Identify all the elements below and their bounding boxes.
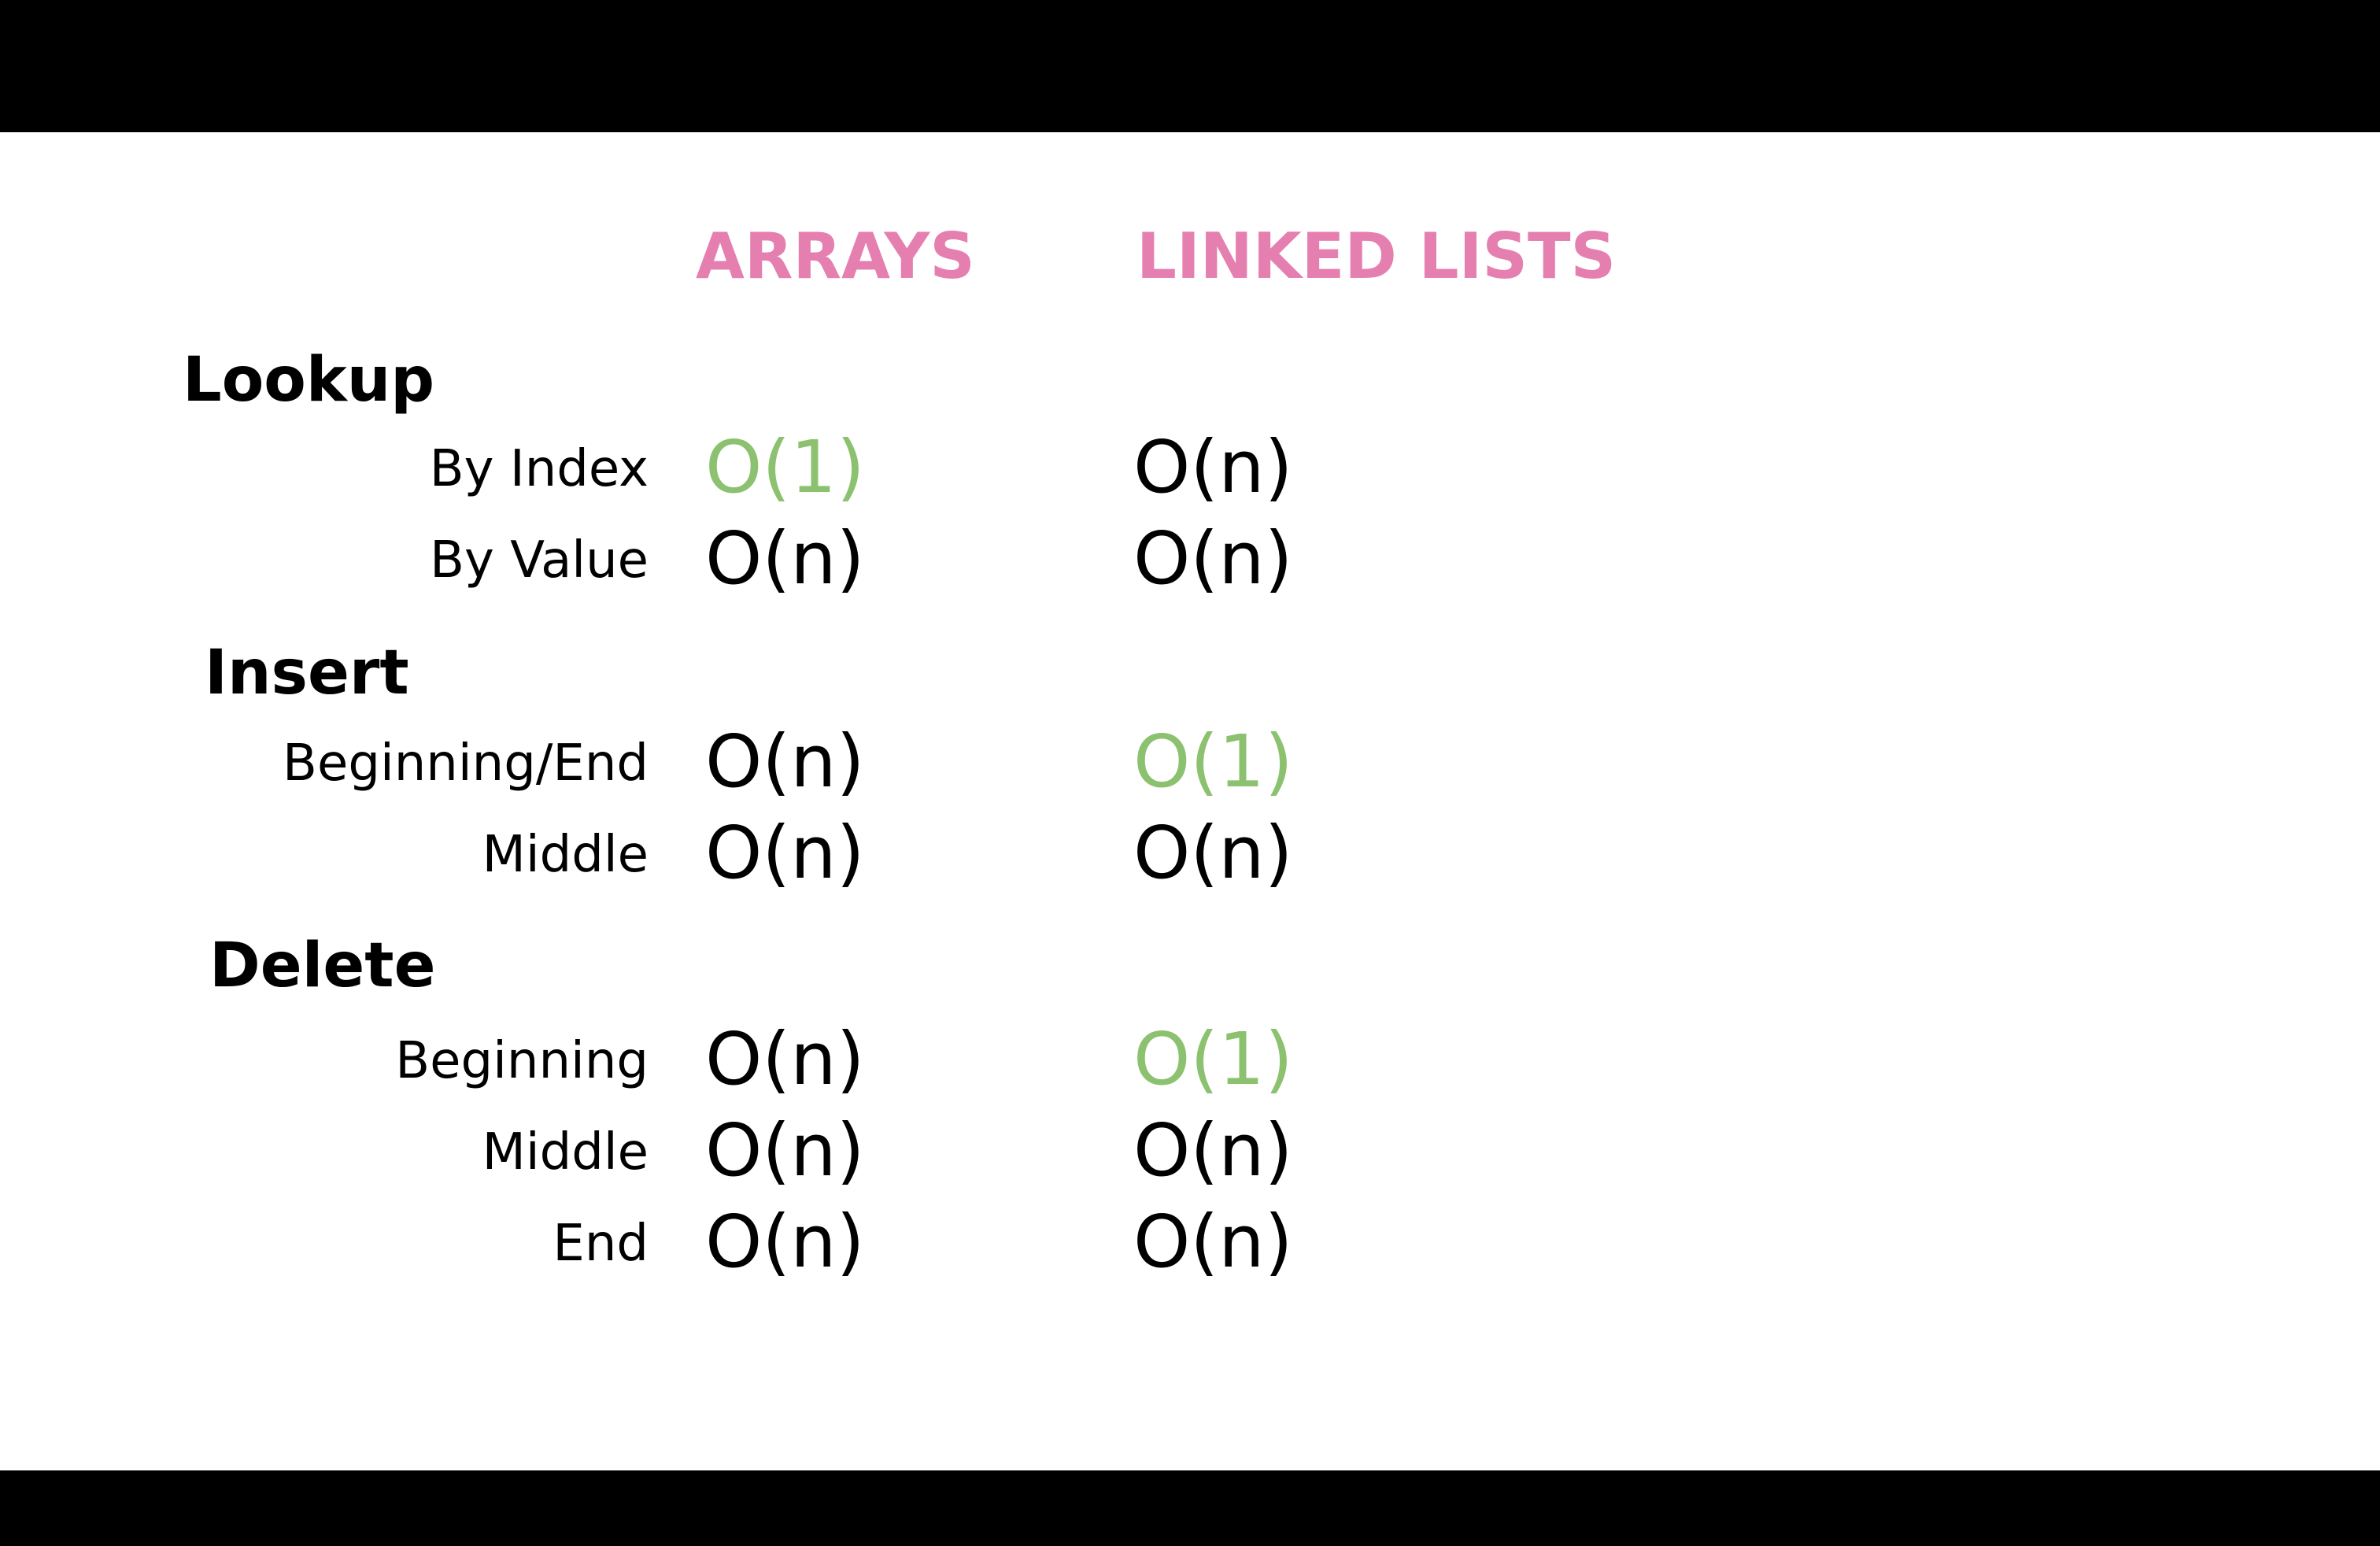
section-title-delete: Delete — [209, 930, 436, 1001]
complexity-arrays: O(n) — [705, 1017, 865, 1101]
complexity-arrays: O(n) — [705, 811, 865, 895]
complexity-linked-lists: O(n) — [1133, 516, 1293, 601]
section-title-lookup: Lookup — [183, 345, 435, 416]
complexity-linked-lists: O(n) — [1133, 1108, 1293, 1193]
row-label: Beginning/End — [283, 734, 649, 793]
section-title-insert: Insert — [205, 638, 409, 708]
complexity-linked-lists: O(1) — [1133, 1017, 1293, 1101]
table-row: Middle O(n) O(n) — [0, 1104, 2380, 1190]
table-row: By Index O(1) O(n) — [0, 420, 2380, 507]
complexity-linked-lists: O(1) — [1133, 719, 1293, 804]
complexity-linked-lists: O(n) — [1133, 1200, 1293, 1284]
header-linked-lists: LINKED LISTS — [1136, 220, 1617, 293]
complexity-arrays: O(n) — [705, 1108, 865, 1193]
table-row: Middle O(n) O(n) — [0, 806, 2380, 893]
complexity-arrays: O(n) — [705, 516, 865, 601]
row-label: By Index — [429, 440, 649, 498]
complexity-arrays: O(1) — [705, 425, 865, 509]
slide: ARRAYS LINKED LISTS Lookup By Index O(1)… — [0, 132, 2380, 1470]
row-label: End — [552, 1215, 649, 1273]
complexity-arrays: O(n) — [705, 719, 865, 804]
table-row: Beginning O(n) O(1) — [0, 1012, 2380, 1099]
header-arrays: ARRAYS — [696, 220, 975, 293]
complexity-arrays: O(n) — [705, 1200, 865, 1284]
row-label: Middle — [482, 1123, 649, 1182]
row-label: Middle — [482, 826, 649, 884]
row-label: By Value — [430, 531, 649, 590]
table-row: By Value O(n) O(n) — [0, 512, 2380, 598]
row-label: Beginning — [395, 1032, 649, 1090]
table-row: Beginning/End O(n) O(1) — [0, 715, 2380, 801]
complexity-linked-lists: O(n) — [1133, 811, 1293, 895]
complexity-linked-lists: O(n) — [1133, 425, 1293, 509]
table-row: End O(n) O(n) — [0, 1195, 2380, 1282]
